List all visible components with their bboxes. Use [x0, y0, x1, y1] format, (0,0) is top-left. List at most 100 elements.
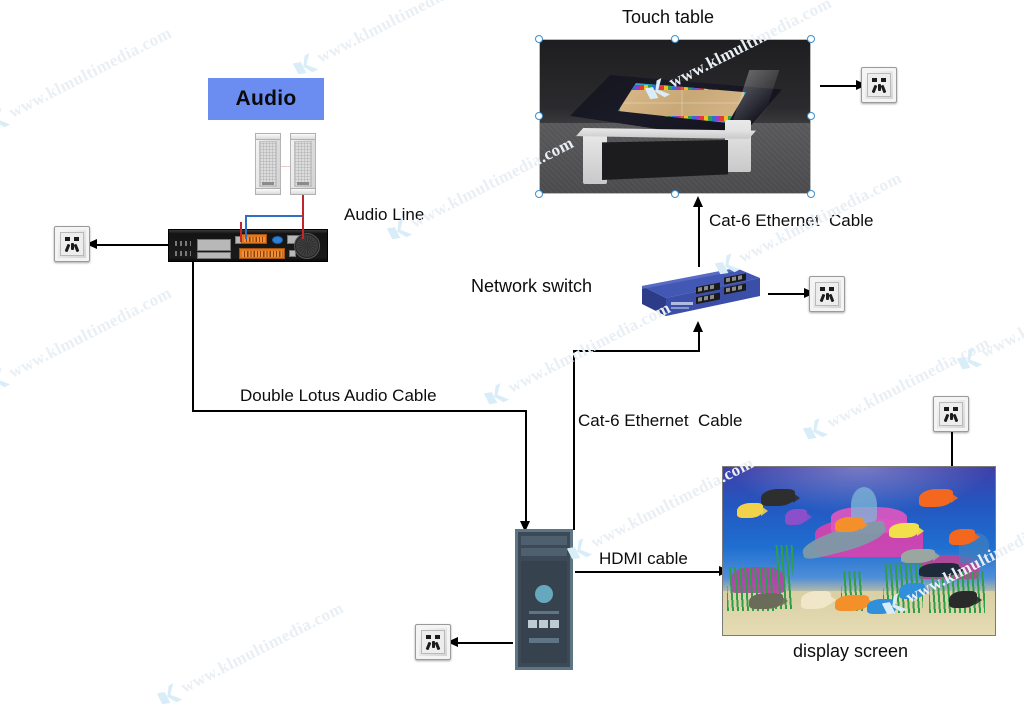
- watermark-text: www.klmultimedia.com: [313, 0, 483, 67]
- cat6-bottom-wire-h: [573, 350, 699, 352]
- power-amplifier: [168, 229, 328, 262]
- fish: [749, 593, 783, 609]
- audio-banner-label: Audio: [235, 87, 297, 110]
- outlet-pc-tower: [415, 624, 451, 660]
- speaker-right-cable: [302, 195, 304, 239]
- selection-handle[interactable]: [535, 35, 543, 43]
- fish: [785, 509, 807, 525]
- watermark: www.klmultimedia.com: [291, 0, 483, 79]
- label-double-lotus-audio-cable: Double Lotus Audio Cable: [240, 386, 437, 405]
- amp-connector-row: [175, 251, 191, 256]
- watermark-text: www.klmultimedia.com: [5, 23, 175, 122]
- watermark-text: www.klmultimedia.com: [977, 263, 1024, 362]
- label-display-screen: display screen: [793, 641, 909, 661]
- audio-banner: Audio: [208, 78, 324, 120]
- watermark: www.klmultimedia.com: [155, 598, 347, 709]
- speaker-left-cable-v: [245, 215, 247, 239]
- fish: [889, 523, 919, 538]
- speaker-badge: [297, 182, 309, 185]
- lotus-cable-v1: [192, 262, 194, 411]
- watermark-text: www.klmultimedia.com: [177, 598, 347, 697]
- tt-screen-divider: [680, 85, 683, 121]
- fish: [949, 529, 975, 545]
- pc-tower: [513, 527, 575, 672]
- outlet-network-switch: [809, 276, 845, 312]
- label-cat6-bottom: Cat-6 Ethernet Cable: [578, 411, 743, 430]
- label-hdmi-cable: HDMI cable: [599, 549, 688, 568]
- cat6-top-wire: [698, 205, 700, 267]
- selection-handle[interactable]: [807, 112, 815, 120]
- speaker-badge: [262, 182, 274, 185]
- watermark: www.klmultimedia.com: [0, 23, 175, 134]
- lotus-cable-h: [192, 410, 526, 412]
- lotus-cable-v2: [525, 410, 527, 523]
- label-audio-line: Audio Line: [344, 205, 425, 224]
- amp-knob-panel: [197, 252, 231, 259]
- watermark: www.klmultimedia.com: [955, 263, 1024, 374]
- cat6-bottom-wire-v2: [573, 350, 575, 530]
- k-logo-icon: [483, 382, 509, 408]
- k-logo-icon: [0, 107, 10, 133]
- speaker-grille: [294, 141, 312, 187]
- label-cat6-top: Cat-6 Ethernet Cable: [709, 211, 874, 230]
- amp-blue-sticker: [272, 236, 283, 244]
- selection-handle[interactable]: [807, 35, 815, 43]
- pc-power-wire: [453, 642, 513, 644]
- speaker-grille: [259, 141, 277, 187]
- k-logo-icon: [0, 367, 10, 393]
- fish: [761, 489, 795, 506]
- amp-input-cable: [240, 222, 242, 242]
- speaker-cap-top: [255, 133, 281, 140]
- cat6-bottom-wire-v1: [698, 330, 700, 352]
- fish: [867, 599, 895, 614]
- tt-screen-divider: [620, 102, 744, 105]
- selection-handle[interactable]: [671, 35, 679, 43]
- power-socket-icon: [939, 402, 963, 426]
- amp-knob-panel: [197, 239, 231, 251]
- speaker-link-wire: [281, 166, 291, 168]
- lotus-cable-arrow-icon: [520, 521, 530, 532]
- power-socket-icon: [867, 73, 891, 97]
- k-logo-icon: [802, 417, 828, 443]
- k-logo-icon: [156, 682, 182, 708]
- label-network-switch: Network switch: [471, 276, 593, 296]
- column-speaker-right: [290, 133, 316, 195]
- k-logo-icon: [956, 347, 982, 373]
- cat6-bottom-arrow-icon: [693, 321, 703, 332]
- k-logo-icon: [292, 52, 318, 78]
- selection-handle[interactable]: [671, 190, 679, 198]
- amp-power-arrow-icon: [86, 239, 97, 249]
- switch-power-wire: [768, 293, 806, 295]
- selection-handle[interactable]: [535, 112, 543, 120]
- amp-speaker-terminal: [239, 248, 285, 259]
- watermark: www.klmultimedia.com: [0, 283, 175, 394]
- selection-handle[interactable]: [807, 190, 815, 198]
- fish: [801, 591, 831, 609]
- power-socket-icon: [421, 630, 445, 654]
- pc-tower-icon: [515, 529, 573, 670]
- tt-screen-border-art: [620, 85, 744, 90]
- outlet-amplifier: [54, 226, 90, 262]
- fish: [835, 517, 863, 532]
- speaker-cap-bottom: [255, 188, 281, 195]
- selection-handle[interactable]: [535, 190, 543, 198]
- network-switch-icon: [642, 268, 760, 316]
- label-touch-table: Touch table: [622, 7, 715, 27]
- fish: [919, 489, 953, 507]
- cat6-top-arrow-icon: [693, 196, 703, 207]
- pc-power-arrow-icon: [447, 637, 458, 647]
- amp-connector-row: [175, 241, 191, 246]
- tt-power-wire: [820, 85, 858, 87]
- tt-apron: [576, 128, 756, 139]
- power-socket-icon: [815, 282, 839, 306]
- amp-fan-grille-icon: [294, 232, 320, 259]
- fish: [901, 549, 935, 563]
- watermark-text: www.klmultimedia.com: [5, 283, 175, 382]
- tt-leg-right: [725, 120, 751, 172]
- fish: [835, 595, 869, 611]
- diagram-canvas: www.klmultimedia.com www.klmultimedia.co…: [0, 0, 1024, 687]
- display-power-wire: [951, 428, 953, 466]
- tt-under-shadow: [602, 140, 728, 180]
- speaker-cap-bottom: [290, 188, 316, 195]
- fish: [919, 563, 959, 577]
